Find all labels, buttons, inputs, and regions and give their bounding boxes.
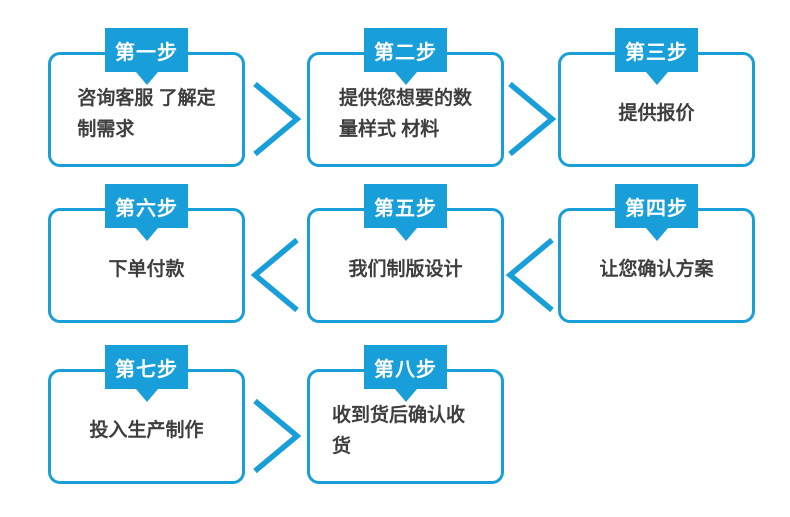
- step-card: 提供您想要的数 量样式 材料 第二步: [307, 28, 504, 183]
- step-tab: 第一步: [105, 28, 188, 85]
- step-box: 收到货后确认收货: [307, 369, 504, 484]
- step-tab-pointer-icon: [645, 228, 668, 241]
- step-text: 提供报价: [618, 103, 695, 125]
- step-text: 投入生产制作: [89, 420, 204, 442]
- step-tab: 第四步: [615, 184, 698, 241]
- step-tab-pointer-icon: [394, 389, 417, 402]
- step-label: 第六步: [115, 197, 178, 220]
- step-tab: 第八步: [364, 345, 447, 402]
- step-card: 下单付款第六步: [48, 184, 245, 339]
- step-label: 第五步: [374, 197, 437, 220]
- step-tab: 第七步: [105, 345, 188, 402]
- step-tab-pointer-icon: [135, 72, 158, 85]
- step-text: 让您确认方案: [599, 259, 714, 281]
- step-box: 让您确认方案: [558, 208, 755, 323]
- step-text: 收到货后确认收货: [332, 405, 466, 457]
- step-tab: 第三步: [615, 28, 698, 85]
- step-text: 我们制版设计: [348, 259, 463, 281]
- step-box: 我们制版设计: [307, 208, 504, 323]
- step-tab: 第六步: [105, 184, 188, 241]
- flow-arrow-right-icon: [250, 80, 302, 158]
- step-label: 第七步: [115, 358, 178, 381]
- flow-arrow-left-icon: [505, 236, 557, 314]
- step-tab-pointer-icon: [645, 72, 668, 85]
- flow-arrow-right-icon: [250, 397, 302, 475]
- step-tab-pointer-icon: [135, 228, 158, 241]
- step-tab-pointer-icon: [394, 228, 417, 241]
- step-card: 提供报价第三步: [558, 28, 755, 183]
- step-tab-pointer-icon: [135, 389, 158, 402]
- step-card: 收到货后确认收货 第八步: [307, 345, 504, 500]
- flow-arrow-left-icon: [250, 236, 302, 314]
- step-label: 第四步: [625, 197, 688, 220]
- step-label: 第一步: [115, 41, 178, 64]
- flow-arrow-right-icon: [505, 80, 557, 158]
- step-label: 第八步: [374, 358, 437, 381]
- step-text: 咨询客服 了解定 制需求: [77, 88, 216, 140]
- step-tab: 第五步: [364, 184, 447, 241]
- step-label: 第三步: [625, 41, 688, 64]
- step-tab-pointer-icon: [394, 72, 417, 85]
- step-card: 我们制版设计第五步: [307, 184, 504, 339]
- step-text: 下单付款: [108, 259, 185, 281]
- step-card: 让您确认方案第四步: [558, 184, 755, 339]
- step-card: 咨询客服 了解定 制需求 第一步: [48, 28, 245, 183]
- step-text: 提供您想要的数 量样式 材料: [338, 88, 472, 140]
- step-tab: 第二步: [364, 28, 447, 85]
- step-label: 第二步: [374, 41, 437, 64]
- step-card: 投入生产制作第七步: [48, 345, 245, 500]
